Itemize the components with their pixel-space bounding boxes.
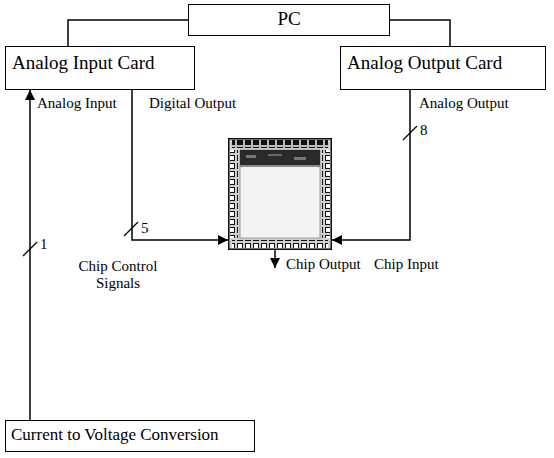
wire-label: Digital Output <box>148 95 237 112</box>
wire-label: Analog Output <box>418 95 510 112</box>
box-label: PC <box>193 8 385 31</box>
wire-label: Analog Input <box>36 95 118 112</box>
bus-slash <box>124 222 138 236</box>
chip-photo <box>229 139 332 250</box>
box-label: Analog Input Card <box>12 52 188 75</box>
computer-box: PC <box>188 4 390 36</box>
converter-box: Current to Voltage Conversion <box>5 420 255 452</box>
signal-label: Chip Control Signals <box>72 258 164 293</box>
signal-wire <box>332 90 410 240</box>
signal-label: Chip Input <box>374 256 439 273</box>
bus-width: 5 <box>140 220 150 237</box>
signal-wire <box>390 20 450 46</box>
signal-label: Chip Output <box>286 256 361 273</box>
card-box: Analog Output Card <box>340 46 546 90</box>
output-arrow <box>274 250 276 268</box>
signal-wire <box>29 90 31 420</box>
signal-wire <box>68 20 188 46</box>
bus-width: 8 <box>419 122 429 139</box>
chip-node: Chip Control SignalsChip InputChip Outpu… <box>228 138 332 250</box>
card-box: Analog Input Card <box>5 46 195 90</box>
bus-width: 1 <box>39 236 49 253</box>
signal-wire <box>132 90 228 240</box>
box-label: Current to Voltage Conversion <box>11 425 249 445</box>
box-label: Analog Output Card <box>347 52 539 75</box>
